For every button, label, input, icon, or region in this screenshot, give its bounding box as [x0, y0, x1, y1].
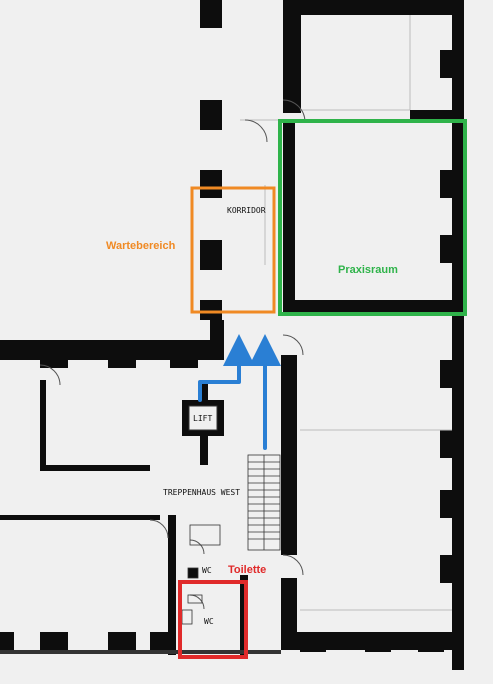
wall [281, 578, 297, 648]
wall [168, 515, 176, 655]
wall-pier [108, 632, 136, 652]
wc-lower-label: WC [204, 617, 214, 626]
wall [283, 0, 301, 100]
wall-pier [440, 430, 464, 458]
door-swings [39, 99, 306, 610]
wall-pier [440, 50, 464, 78]
wall-pier [170, 340, 198, 368]
wall [0, 650, 281, 654]
wall [40, 380, 46, 470]
wall [200, 300, 222, 320]
korridor-label: KORRIDOR [227, 206, 266, 215]
wall [200, 0, 222, 28]
wall-pier [108, 340, 136, 368]
wartebereich-label: Wartebereich [106, 240, 176, 252]
wall [0, 515, 160, 520]
wall [200, 170, 222, 198]
wall-pier [440, 235, 464, 263]
wall-pier [150, 632, 170, 652]
route-arrows [198, 334, 281, 450]
wall-pier [440, 170, 464, 198]
interior-lines [240, 15, 452, 611]
wall [200, 100, 222, 130]
wall-pier [440, 555, 464, 583]
lift-label: LIFT [193, 414, 212, 423]
wall-pier [40, 340, 68, 368]
wall-pier [365, 632, 391, 652]
wall-pier [440, 490, 464, 518]
wall [40, 465, 150, 471]
wall-pier [440, 360, 464, 388]
wall-pier [0, 632, 14, 652]
staircase [247, 454, 281, 551]
wall [281, 355, 297, 555]
wartebereich-highlight [190, 186, 276, 314]
wall-pier [300, 632, 326, 652]
treppenhaus-label: TREPPENHAUS WEST [163, 488, 240, 497]
wall [200, 240, 222, 270]
lift: LIFT [182, 400, 224, 436]
wall-pier [418, 632, 444, 652]
wc-upper-label: WC [202, 566, 212, 575]
wall-pier [40, 632, 68, 652]
wc-fixtures [181, 524, 221, 625]
wall [283, 95, 301, 113]
route-arrow-from-lift [198, 334, 255, 402]
praxisraum-label: Praxisraum [338, 264, 398, 276]
wall [283, 0, 463, 15]
wall [283, 300, 463, 314]
toilette-label: Toilette [228, 564, 266, 576]
wall [283, 122, 295, 302]
toilette-highlight [178, 580, 248, 659]
praxisraum-highlight [278, 119, 467, 316]
